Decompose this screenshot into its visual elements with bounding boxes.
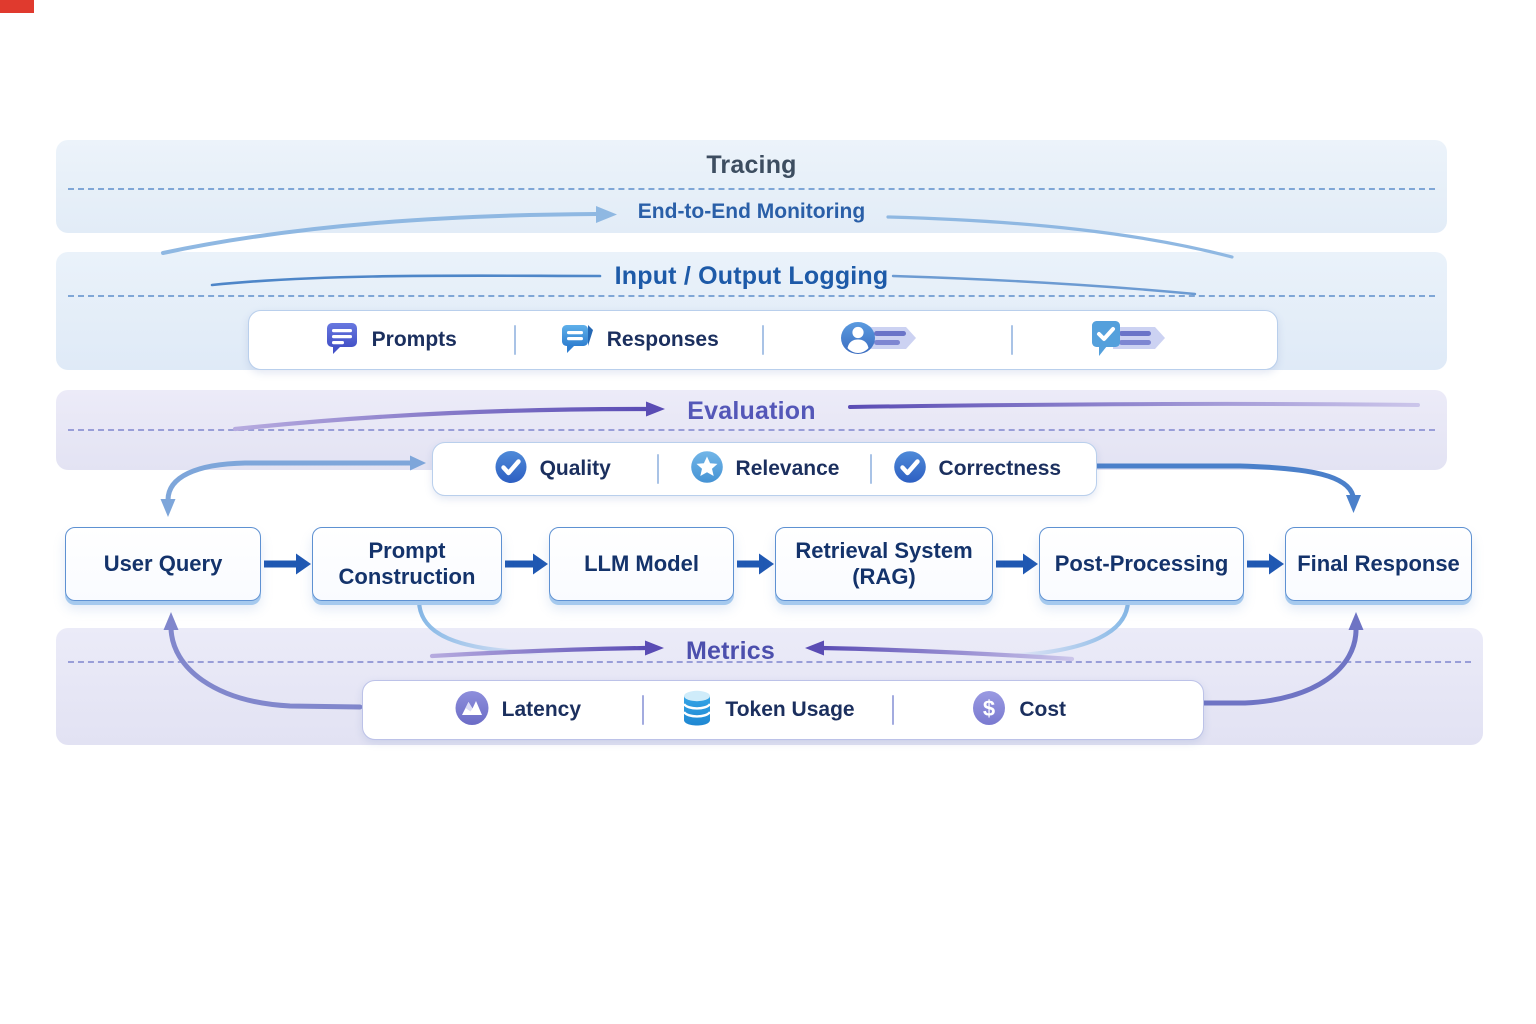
corner-artifact	[0, 0, 34, 13]
io-logging-title: Input / Output Logging	[614, 262, 889, 290]
quality-check-icon	[494, 450, 528, 489]
eval-item-label: Relevance	[735, 457, 840, 480]
io-item-prompts: Prompts	[267, 320, 514, 361]
node-label: User Query	[103, 551, 223, 577]
node-post-processing: Post-Processing	[1039, 527, 1244, 601]
divider	[869, 454, 872, 484]
tracing-dashed-line	[68, 188, 1435, 190]
metrics-dashed-line	[68, 661, 1471, 663]
eval-item-quality: Quality	[447, 450, 657, 489]
node-final-response: Final Response	[1285, 527, 1472, 601]
io-logging-card: Prompts Responses	[248, 310, 1278, 370]
io-item-responses: Responses	[516, 320, 763, 361]
divider	[1010, 325, 1013, 355]
divider	[641, 695, 644, 725]
io-item-label: Prompts	[371, 328, 457, 351]
evaluation-dashed-line	[68, 429, 1435, 431]
divider	[657, 454, 660, 484]
responses-chat-icon	[559, 320, 595, 361]
node-retrieval-system: Retrieval System (RAG)	[775, 527, 993, 601]
divider	[892, 695, 895, 725]
evaluation-card: Quality Relevance Correctn	[432, 442, 1097, 496]
metric-item-token-usage: Token Usage	[644, 689, 893, 732]
eval-item-correctness: Correctness	[872, 450, 1082, 489]
eval-item-label: Correctness	[938, 457, 1062, 480]
evaluation-title: Evaluation	[687, 397, 816, 425]
io-item-check-log	[1013, 318, 1260, 363]
divider	[762, 325, 764, 355]
node-label: Prompt Construction	[338, 538, 476, 589]
metric-item-label: Token Usage	[725, 698, 855, 721]
prompts-chat-icon	[324, 320, 360, 361]
metric-item-latency: Latency	[393, 690, 642, 731]
correctness-check-icon	[893, 450, 927, 489]
divider	[513, 325, 516, 355]
metric-item-cost: $ Cost	[894, 690, 1143, 731]
io-item-user-log	[764, 319, 1011, 362]
metrics-title: Metrics	[686, 637, 775, 665]
node-user-query: User Query	[65, 527, 261, 601]
cost-dollar-icon: $	[971, 690, 1007, 731]
metrics-card: Latency Token Usage	[362, 680, 1204, 740]
tracing-band: Tracing End-to-End Monitoring	[56, 140, 1447, 233]
node-label: Post-Processing	[1054, 551, 1229, 577]
node-prompt-construction: Prompt Construction	[312, 527, 502, 601]
node-label: Retrieval System (RAG)	[795, 538, 973, 589]
latency-peak-icon	[454, 690, 490, 731]
metric-item-label: Latency	[501, 698, 582, 721]
end-to-end-monitoring-label: End-to-End Monitoring	[637, 200, 866, 223]
tracing-title: Tracing	[706, 151, 797, 179]
node-llm-model: LLM Model	[549, 527, 734, 601]
node-label: LLM Model	[584, 551, 699, 577]
token-usage-database-icon	[681, 689, 713, 732]
node-label: Final Response	[1297, 551, 1460, 577]
metric-item-label: Cost	[1019, 698, 1067, 721]
svg-text:$: $	[983, 696, 995, 721]
user-log-arrow-icon	[840, 319, 922, 362]
check-log-arrow-icon	[1089, 318, 1171, 363]
eval-item-label: Quality	[539, 457, 611, 480]
io-dashed-line	[68, 295, 1435, 297]
io-item-label: Responses	[606, 328, 719, 351]
eval-item-relevance: Relevance	[659, 450, 869, 489]
relevance-star-icon	[690, 450, 724, 489]
